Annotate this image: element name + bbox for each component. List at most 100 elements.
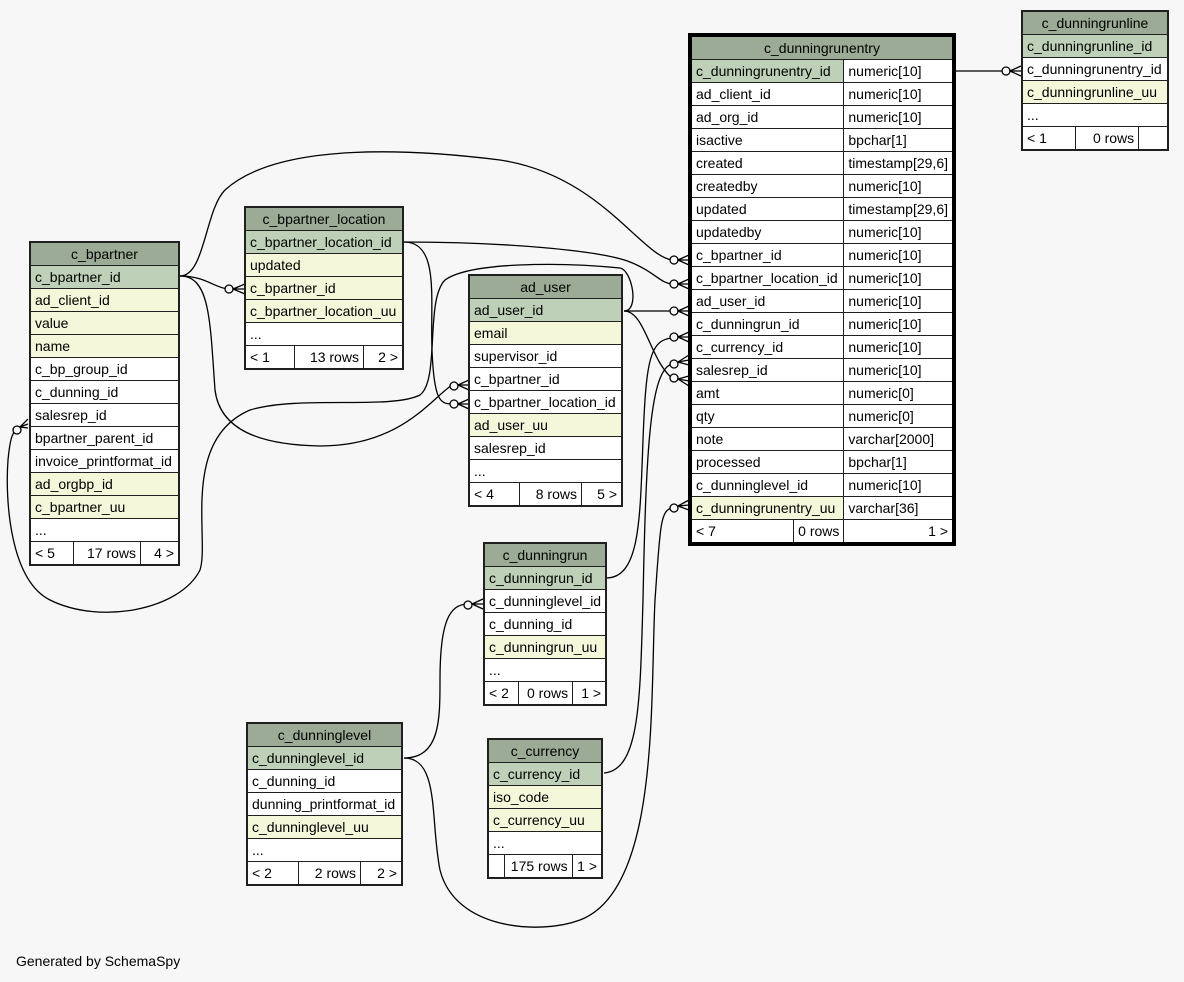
column-name[interactable]: ad_user_uu — [468, 413, 623, 437]
column-name[interactable]: c_dunningrunline_uu — [1021, 80, 1169, 104]
column-row[interactable]: c_dunning_id — [29, 380, 180, 404]
column-name[interactable]: updatedby — [689, 220, 845, 244]
column-name[interactable]: invoice_printformat_id — [29, 449, 180, 473]
column-row[interactable]: c_dunninglevel_uu — [246, 815, 403, 839]
column-name[interactable]: c_bpartner_location_id — [689, 266, 845, 290]
column-name[interactable]: c_bpartner_location_id — [468, 390, 623, 414]
children-link[interactable]: 1 > — [843, 519, 955, 545]
column-row[interactable]: ... — [244, 322, 404, 346]
column-name[interactable]: salesrep_id — [689, 358, 845, 382]
column-row[interactable]: c_dunningrun_uu — [483, 635, 607, 659]
column-row[interactable]: ad_user_id — [468, 298, 623, 322]
column-name[interactable]: c_dunningrunentry_uu — [689, 496, 845, 520]
column-name[interactable]: isactive — [689, 128, 845, 152]
column-name[interactable]: ad_org_id — [689, 105, 845, 129]
column-row[interactable]: c_bpartner_location_id — [468, 390, 623, 414]
column-name[interactable]: c_dunningrunline_id — [1021, 34, 1169, 58]
column-name[interactable]: ... — [244, 322, 404, 346]
column-row[interactable]: c_currency_id — [487, 762, 603, 786]
children-link[interactable]: 1 > — [572, 681, 607, 706]
column-name[interactable]: bpartner_parent_id — [29, 426, 180, 450]
column-name[interactable]: ... — [483, 658, 607, 682]
column-row[interactable]: ... — [1021, 103, 1169, 127]
column-row[interactable]: bpartner_parent_id — [29, 426, 180, 450]
column-name[interactable]: c_dunninglevel_id — [689, 473, 845, 497]
table-title[interactable]: c_bpartner — [29, 241, 180, 266]
column-name[interactable]: c_dunning_id — [29, 380, 180, 404]
column-name[interactable]: c_bpartner_id — [29, 265, 180, 289]
column-name[interactable]: c_dunningrunentry_id — [1021, 57, 1169, 81]
column-row[interactable]: iso_code — [487, 785, 603, 809]
column-row[interactable]: c_bpartner_location_id — [244, 230, 404, 254]
column-row[interactable]: c_dunning_id — [483, 612, 607, 636]
column-name[interactable]: salesrep_id — [468, 436, 623, 460]
column-name[interactable]: createdby — [689, 174, 845, 198]
column-name[interactable]: created — [689, 151, 845, 175]
table-title[interactable]: c_dunningrunline — [1021, 10, 1169, 35]
column-name[interactable]: ... — [29, 518, 180, 542]
children-link[interactable] — [1138, 126, 1169, 151]
table-title[interactable]: c_bpartner_location — [244, 206, 404, 231]
table-title[interactable]: c_dunningrunentry — [689, 34, 955, 60]
parents-link[interactable]: < 7 — [689, 519, 795, 545]
column-name[interactable]: note — [689, 427, 845, 451]
children-link[interactable]: 4 > — [140, 541, 180, 566]
column-row[interactable]: email — [468, 321, 623, 345]
column-row[interactable]: c_dunningrunline_id — [1021, 34, 1169, 58]
column-name[interactable]: supervisor_id — [468, 344, 623, 368]
column-name[interactable]: updated — [244, 253, 404, 277]
column-name[interactable]: c_bpartner_id — [689, 243, 845, 267]
column-name[interactable]: processed — [689, 450, 845, 474]
column-row[interactable]: dunning_printformat_id — [246, 792, 403, 816]
column-name[interactable]: ... — [1021, 103, 1169, 127]
column-row[interactable]: value — [29, 311, 180, 335]
column-name[interactable]: c_dunninglevel_id — [483, 589, 607, 613]
column-name[interactable]: amt — [689, 381, 845, 405]
column-row[interactable]: c_currency_uu — [487, 808, 603, 832]
column-name[interactable]: c_dunningrun_id — [689, 312, 845, 336]
column-row[interactable]: c_dunninglevel_id — [246, 746, 403, 770]
column-row[interactable]: ... — [487, 831, 603, 855]
column-row[interactable]: c_dunningrunline_uu — [1021, 80, 1169, 104]
column-row[interactable]: ad_client_id — [29, 288, 180, 312]
column-name[interactable]: updated — [689, 197, 845, 221]
column-name[interactable]: ad_user_id — [468, 298, 623, 322]
children-link[interactable]: 2 > — [362, 345, 404, 370]
column-name[interactable]: c_dunning_id — [246, 769, 403, 793]
column-name[interactable]: c_bpartner_id — [244, 276, 404, 300]
column-name[interactable]: c_dunninglevel_uu — [246, 815, 403, 839]
column-row[interactable]: c_dunningrun_id — [483, 566, 607, 590]
parents-link[interactable]: < 4 — [468, 482, 520, 507]
column-row[interactable]: c_bpartner_uu — [29, 495, 180, 519]
table-title[interactable]: c_dunninglevel — [246, 722, 403, 747]
column-name[interactable]: c_dunninglevel_id — [246, 746, 403, 770]
column-name[interactable]: qty — [689, 404, 845, 428]
column-name[interactable]: ad_client_id — [29, 288, 180, 312]
column-row[interactable]: ... — [483, 658, 607, 682]
column-name[interactable]: c_bpartner_location_uu — [244, 299, 404, 323]
column-name[interactable]: c_bpartner_uu — [29, 495, 180, 519]
parents-link[interactable]: < 2 — [246, 861, 299, 886]
children-link[interactable]: 1 > — [571, 854, 603, 879]
column-row[interactable]: ad_orgbp_id — [29, 472, 180, 496]
column-name[interactable]: c_dunningrun_uu — [483, 635, 607, 659]
column-row[interactable]: ad_user_uu — [468, 413, 623, 437]
table-title[interactable]: c_dunningrun — [483, 542, 607, 567]
column-name[interactable]: ... — [246, 838, 403, 862]
parents-link[interactable]: < 1 — [244, 345, 295, 370]
